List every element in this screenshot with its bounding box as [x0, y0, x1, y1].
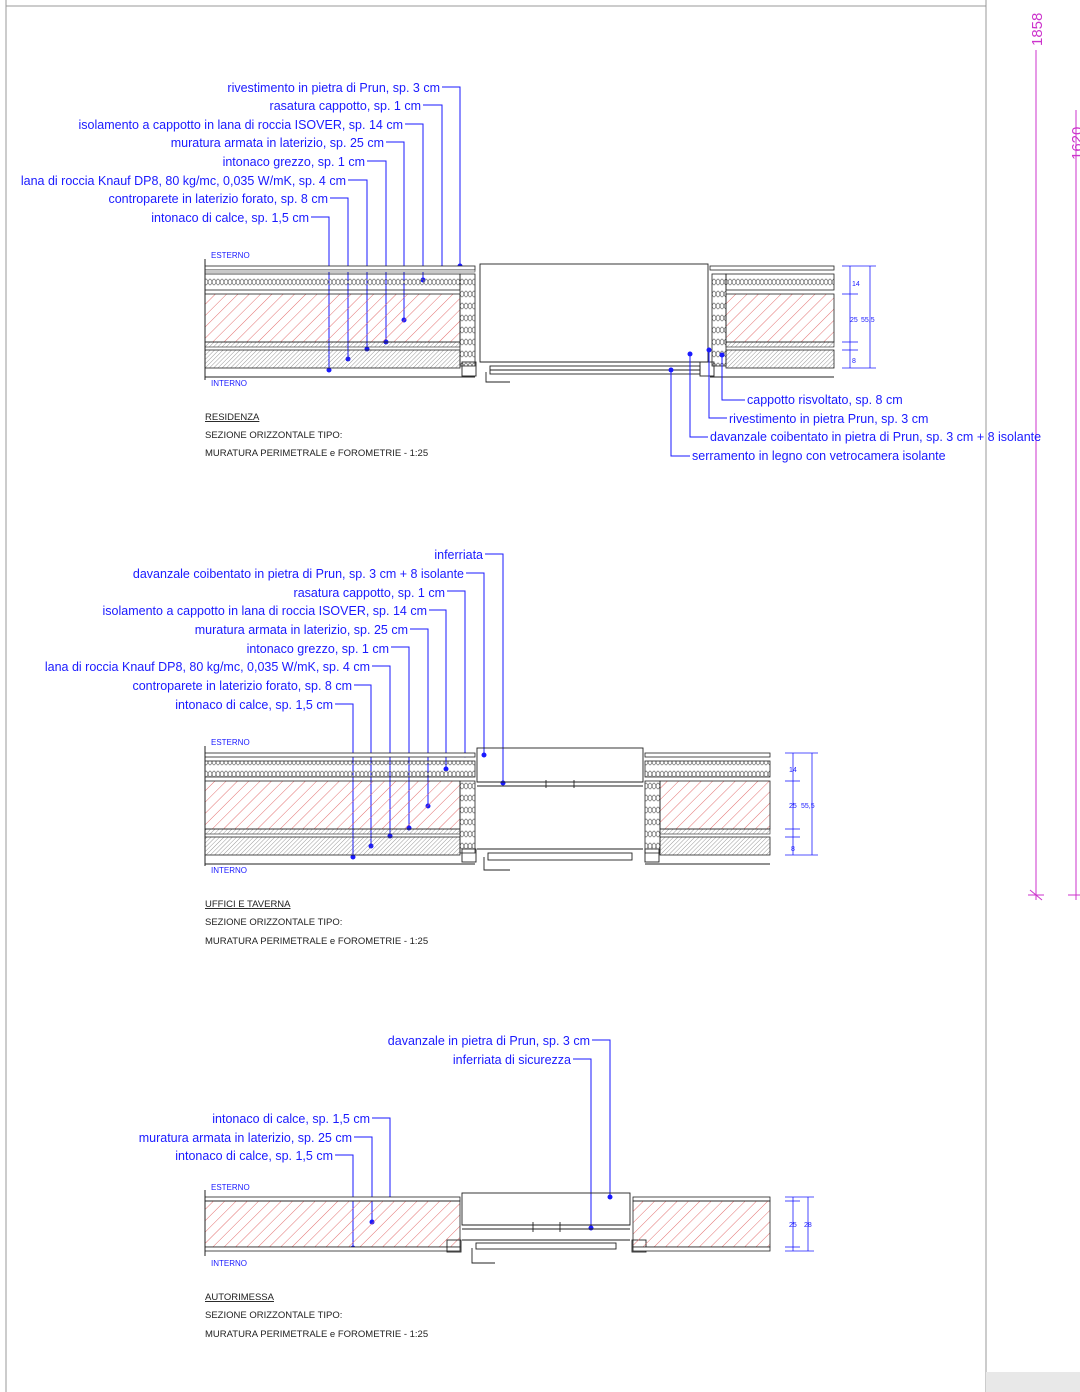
label-isolamento: isolamento a cappotto in lana di roccia … [103, 604, 427, 618]
section-autorimessa: davanzale in pietra di Prun, sp. 3 cm in… [139, 1034, 814, 1340]
side-dimensions: 1858 1620 [1028, 13, 1080, 901]
label-muratura: muratura armata in laterizio, sp. 25 cm [171, 136, 384, 150]
dim-8: 8 [852, 358, 856, 365]
label-controparete: controparete in laterizio forato, sp. 8 … [132, 679, 352, 693]
autorimessa-wall-right [632, 1196, 771, 1252]
caption-line2: MURATURA PERIMETRALE e FOROMETRIE - 1:25 [205, 1329, 428, 1340]
label-rasatura: rasatura cappotto, sp. 1 cm [270, 99, 421, 113]
label-interno: INTERNO [211, 1259, 247, 1268]
label-intonaco-calce-int: intonaco di calce, sp. 1,5 cm [175, 1149, 333, 1163]
caption-title: UFFICI E TAVERNA [205, 899, 291, 910]
residenza-wall-left [204, 259, 476, 380]
label-davanzale-coibentato: davanzale coibentato in pietra di Prun, … [133, 567, 464, 581]
dim-55-5: 55,5 [801, 803, 815, 810]
label-esterno: ESTERNO [211, 251, 250, 260]
uffici-labels: inferriata davanzale coibentato in pietr… [45, 548, 483, 712]
label-isolamento: isolamento a cappotto in lana di roccia … [79, 118, 403, 132]
label-esterno: ESTERNO [211, 1183, 250, 1192]
uffici-wall-right [644, 752, 771, 865]
label-inferriata: inferriata [434, 548, 483, 562]
dim-25: 25 [850, 317, 858, 324]
bottom-strip [986, 1372, 1080, 1392]
caption-line2: MURATURA PERIMETRALE e FOROMETRIE - 1:25 [205, 448, 428, 459]
dim-25: 25 [789, 803, 797, 810]
label-davanzale-coibentato: davanzale coibentato in pietra di Prun, … [710, 430, 1041, 444]
label-lana-roccia: lana di roccia Knauf DP8, 80 kg/mc, 0,03… [45, 660, 370, 674]
autorimessa-wall-left [204, 1190, 461, 1256]
label-davanzale-pietra: davanzale in pietra di Prun, sp. 3 cm [388, 1034, 590, 1048]
caption-line1: SEZIONE ORIZZONTALE TIPO: [205, 1310, 342, 1321]
caption-line1: SEZIONE ORIZZONTALE TIPO: [205, 917, 342, 928]
residenza-wall-right [709, 265, 835, 378]
residenza-labels: rivestimento in pietra di Prun, sp. 3 cm… [21, 81, 440, 225]
uffici-dimensions [785, 752, 818, 856]
dim-25: 25 [789, 1222, 797, 1229]
label-intonaco-grezzo: intonaco grezzo, sp. 1 cm [247, 642, 389, 656]
residenza-opening [461, 263, 715, 383]
label-inferriata-sicurezza: inferriata di sicurezza [453, 1053, 571, 1067]
autorimessa-opening [446, 1192, 647, 1264]
label-muratura: muratura armata in laterizio, sp. 25 cm [139, 1131, 352, 1145]
residenza-right-leaders [670, 350, 745, 457]
dim-55-5: 55,5 [861, 317, 875, 324]
dim-14: 14 [789, 767, 797, 774]
label-intonaco-grezzo: intonaco grezzo, sp. 1 cm [223, 155, 365, 169]
label-intonaco-calce-ext: intonaco di calce, sp. 1,5 cm [212, 1112, 370, 1126]
label-cappotto-risvoltato: cappotto risvoltato, sp. 8 cm [747, 393, 903, 407]
caption-title: RESIDENZA [205, 412, 260, 423]
autorimessa-leaders [335, 1039, 611, 1248]
section-uffici: inferriata davanzale coibentato in pietr… [45, 548, 818, 947]
caption-line2: MURATURA PERIMETRALE e FOROMETRIE - 1:25 [205, 936, 428, 947]
side-dim-1620: 1620 [1069, 127, 1080, 160]
side-dim-1858: 1858 [1029, 13, 1046, 46]
label-controparete: controparete in laterizio forato, sp. 8 … [108, 192, 328, 206]
section-residenza: rivestimento in pietra di Prun, sp. 3 cm… [21, 81, 1041, 463]
label-intonaco-calce: intonaco di calce, sp. 1,5 cm [175, 698, 333, 712]
label-interno: INTERNO [211, 379, 247, 388]
residenza-dimensions [842, 265, 876, 369]
label-serramento: serramento in legno con vetrocamera isol… [692, 449, 946, 463]
label-lana-roccia: lana di roccia Knauf DP8, 80 kg/mc, 0,03… [21, 174, 346, 188]
uffici-opening [461, 747, 660, 871]
dim-28: 28 [804, 1222, 812, 1229]
dim-8: 8 [791, 846, 795, 853]
caption-title: AUTORIMESSA [205, 1292, 275, 1303]
residenza-right-dots [668, 347, 725, 373]
caption-line1: SEZIONE ORIZZONTALE TIPO: [205, 430, 342, 441]
label-rivestimento: rivestimento in pietra di Prun, sp. 3 cm [227, 81, 440, 95]
label-interno: INTERNO [211, 866, 247, 875]
label-rasatura: rasatura cappotto, sp. 1 cm [294, 586, 445, 600]
uffici-wall-left [204, 746, 476, 866]
dim-14: 14 [852, 281, 860, 288]
label-muratura: muratura armata in laterizio, sp. 25 cm [195, 623, 408, 637]
label-intonaco-calce: intonaco di calce, sp. 1,5 cm [151, 211, 309, 225]
label-rivestimento-prun: rivestimento in pietra Prun, sp. 3 cm [729, 412, 928, 426]
label-esterno: ESTERNO [211, 738, 250, 747]
autorimessa-dimensions [785, 1196, 814, 1252]
